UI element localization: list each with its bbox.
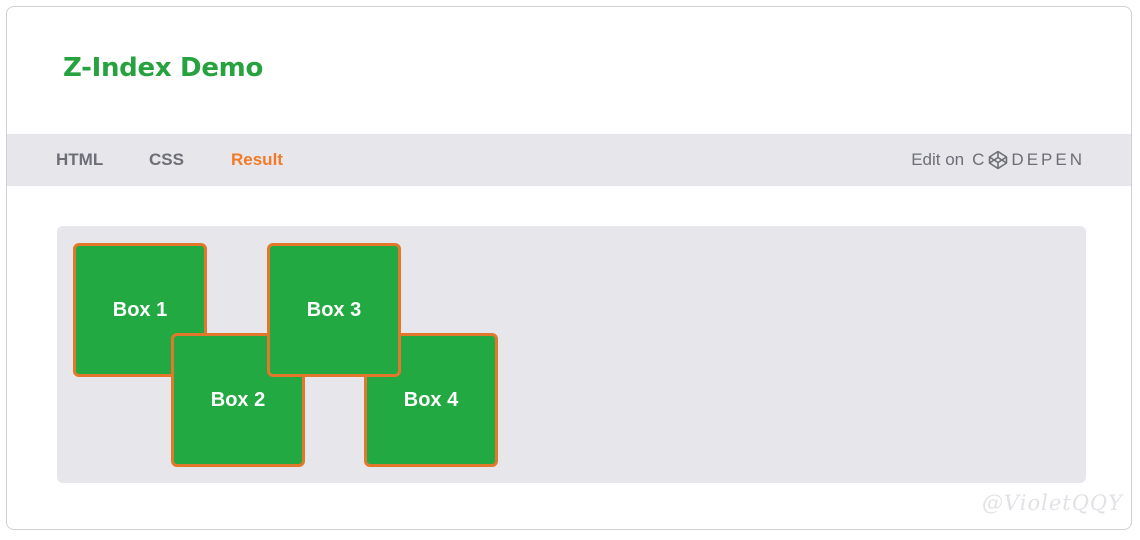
box-4: Box 4 [364, 333, 498, 467]
tab-html[interactable]: HTML [56, 150, 104, 169]
edit-on-label: Edit on [911, 150, 965, 169]
tab-result[interactable]: Result [231, 150, 283, 169]
embed-frame: Z-Index Demo HTML CSS Result Edit on C D… [6, 6, 1132, 530]
result-stage: Box 1 Box 2 Box 3 Box 4 [57, 226, 1086, 483]
tab-css[interactable]: CSS [149, 150, 184, 169]
brand-letters-depen: DEPEN [1011, 150, 1085, 169]
box-3: Box 3 [267, 243, 401, 377]
codepen-wordmark: C DEPEN [972, 150, 1085, 170]
page-title: Z-Index Demo [63, 53, 264, 83]
brand-letter-c: C [972, 150, 988, 169]
edit-on-codepen-link[interactable]: Edit on C DEPEN [911, 134, 1085, 186]
codepen-logo-icon [989, 150, 1008, 170]
watermark: @VioletQQY [981, 491, 1123, 515]
tab-bar: HTML CSS Result Edit on C DEPEN [7, 134, 1131, 186]
